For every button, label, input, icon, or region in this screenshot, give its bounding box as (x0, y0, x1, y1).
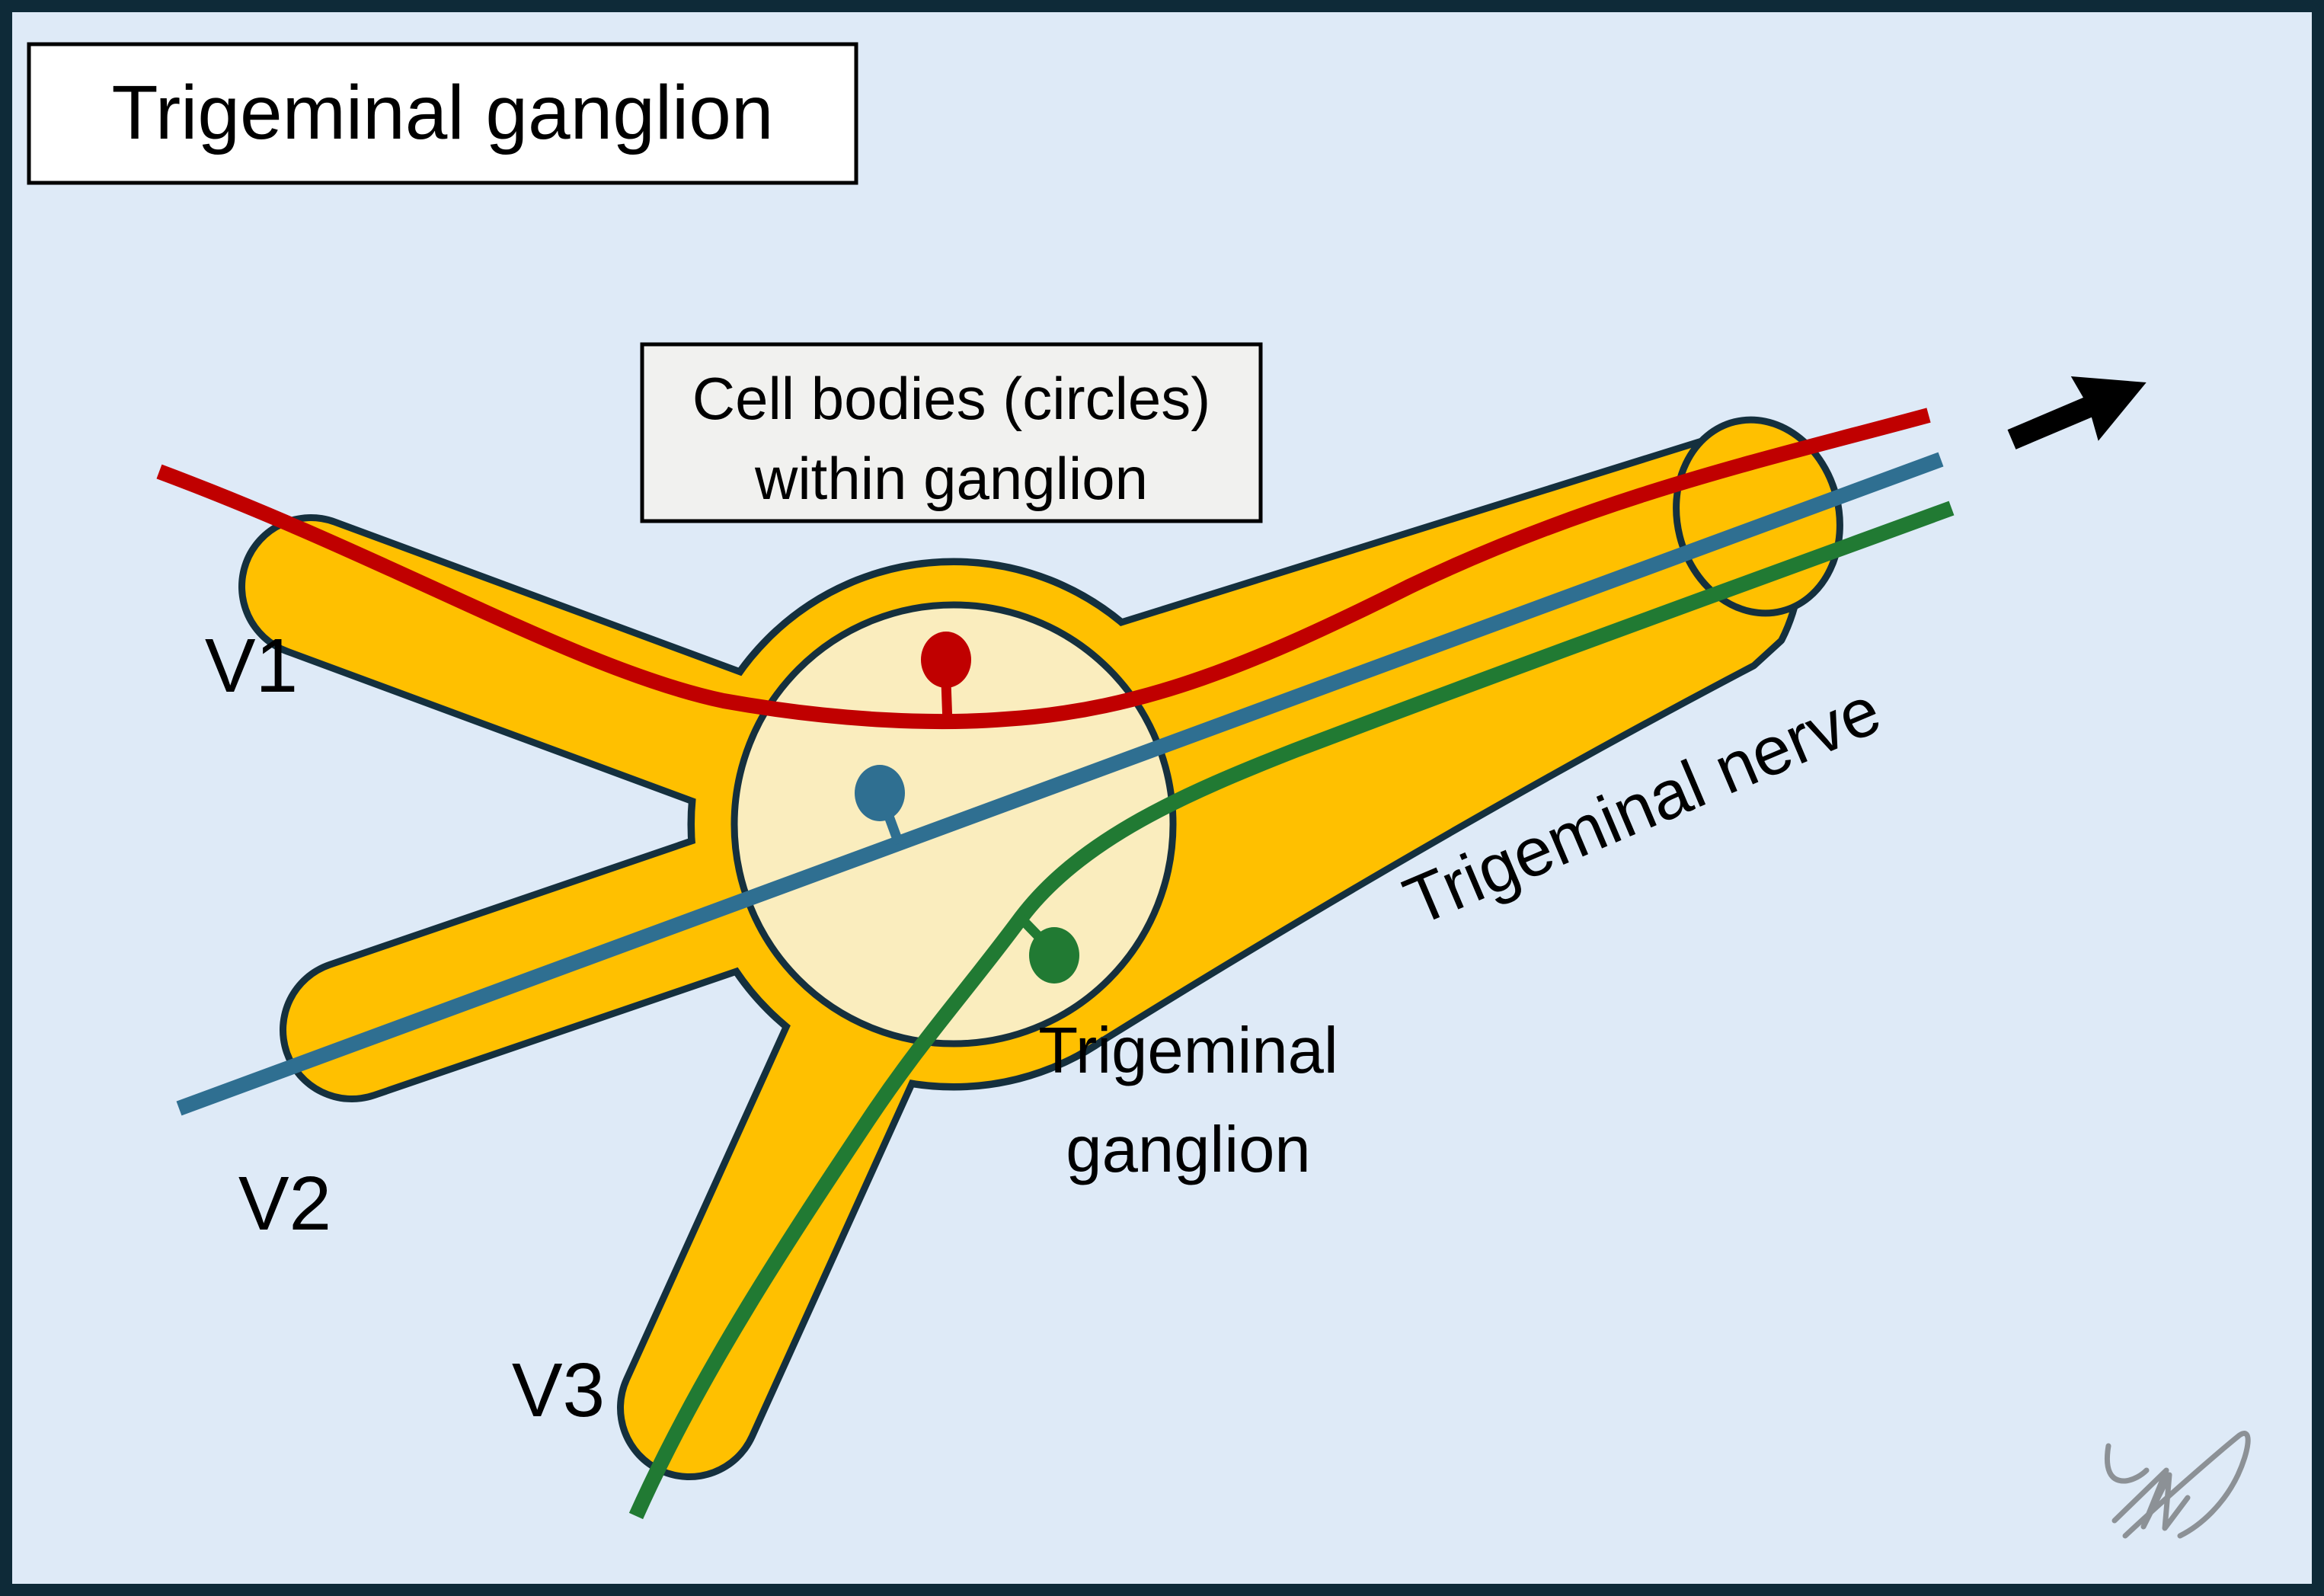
direction-arrow-icon (2007, 376, 2147, 449)
arrow-shape (2007, 376, 2147, 449)
label-ganglion-line1: Trigeminal (1038, 1015, 1338, 1087)
page-title: Trigeminal ganglion (112, 70, 774, 155)
annotation-line2: within ganglion (754, 445, 1148, 512)
green-cell-body (1029, 927, 1079, 984)
v2-fiber-blue (176, 452, 1944, 1116)
label-ganglion-line2: ganglion (1066, 1114, 1310, 1186)
title-box (27, 42, 858, 185)
label-v3: V3 (512, 1348, 605, 1433)
signature-stroke-3 (2122, 1431, 2251, 1539)
label-v2: V2 (238, 1161, 331, 1246)
red-cell-stem (941, 681, 953, 724)
signature-stroke-1 (2104, 1443, 2150, 1484)
fiber-layer (156, 408, 1955, 1520)
cell-bodies (855, 632, 1079, 984)
signature-stroke-2 (2111, 1467, 2191, 1531)
annotation-box (640, 342, 1263, 523)
label-v1: V1 (205, 623, 298, 708)
red-cell-body (921, 632, 971, 688)
blue-cell-body (855, 765, 905, 821)
signature-squiggle (2104, 1431, 2251, 1539)
annotation-line1: Cell bodies (circles) (692, 365, 1211, 432)
v3-fiber-green (628, 501, 1955, 1520)
v1-fiber-red (156, 408, 1931, 730)
